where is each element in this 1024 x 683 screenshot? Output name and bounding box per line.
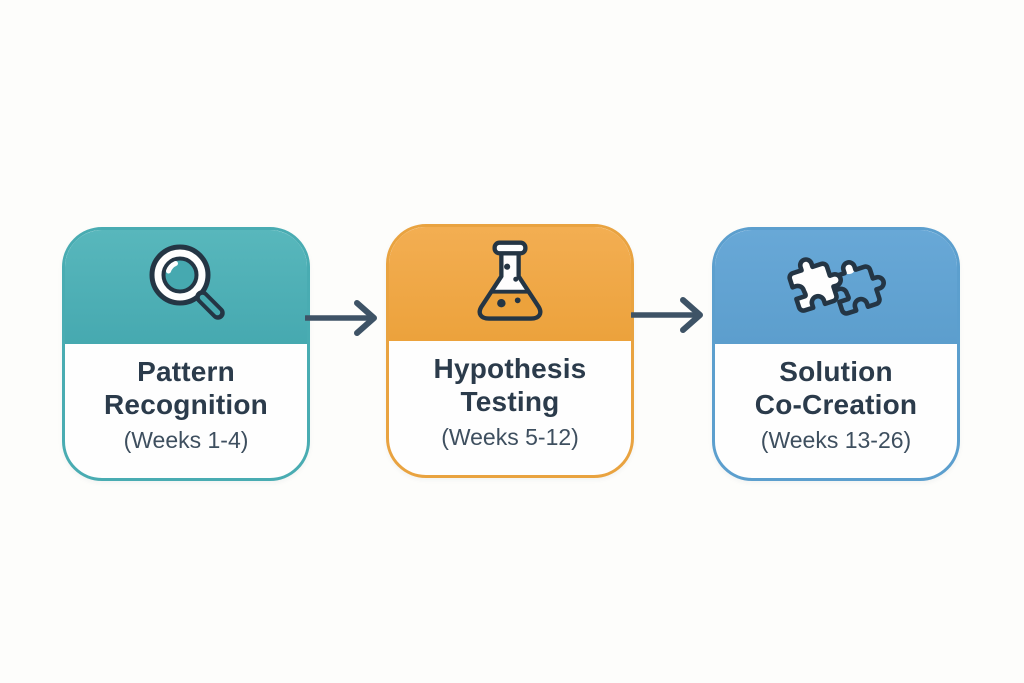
arrow-right-icon xyxy=(631,297,703,333)
step-card-hypothesis-testing: Hypothesis Testing (Weeks 5-12) xyxy=(386,224,634,478)
card-body: Hypothesis Testing (Weeks 5-12) xyxy=(389,341,631,451)
step-title-line1: Solution xyxy=(779,356,893,387)
step-title-line2: Co-Creation xyxy=(754,388,918,420)
step-weeks: (Weeks 13-26) xyxy=(760,426,912,453)
step-weeks: (Weeks 1-4) xyxy=(123,426,249,453)
arrow-right-icon xyxy=(305,300,377,336)
step-title-line2: Recognition xyxy=(104,388,268,420)
step-title-line1: Pattern xyxy=(137,356,235,387)
card-header-teal xyxy=(65,230,307,344)
magnifier-icon xyxy=(149,244,225,320)
step-card-pattern-recognition: Pattern Recognition (Weeks 1-4) xyxy=(62,227,310,481)
step-title: Pattern Recognition xyxy=(65,356,307,422)
step-title: Hypothesis Testing xyxy=(389,353,631,419)
card-body: Pattern Recognition (Weeks 1-4) xyxy=(65,344,307,454)
step-title: Solution Co-Creation xyxy=(715,356,957,422)
card-header-orange xyxy=(389,227,631,341)
flask-icon xyxy=(477,240,543,321)
step-title-line1: Hypothesis xyxy=(433,353,587,384)
step-weeks: (Weeks 5-12) xyxy=(441,423,579,450)
step-card-solution-co-creation: Solution Co-Creation (Weeks 13-26) xyxy=(712,227,960,481)
card-body: Solution Co-Creation (Weeks 13-26) xyxy=(715,344,957,454)
card-header-blue xyxy=(715,230,957,344)
puzzle-icon xyxy=(787,257,886,316)
step-title-line2: Testing xyxy=(460,385,560,417)
